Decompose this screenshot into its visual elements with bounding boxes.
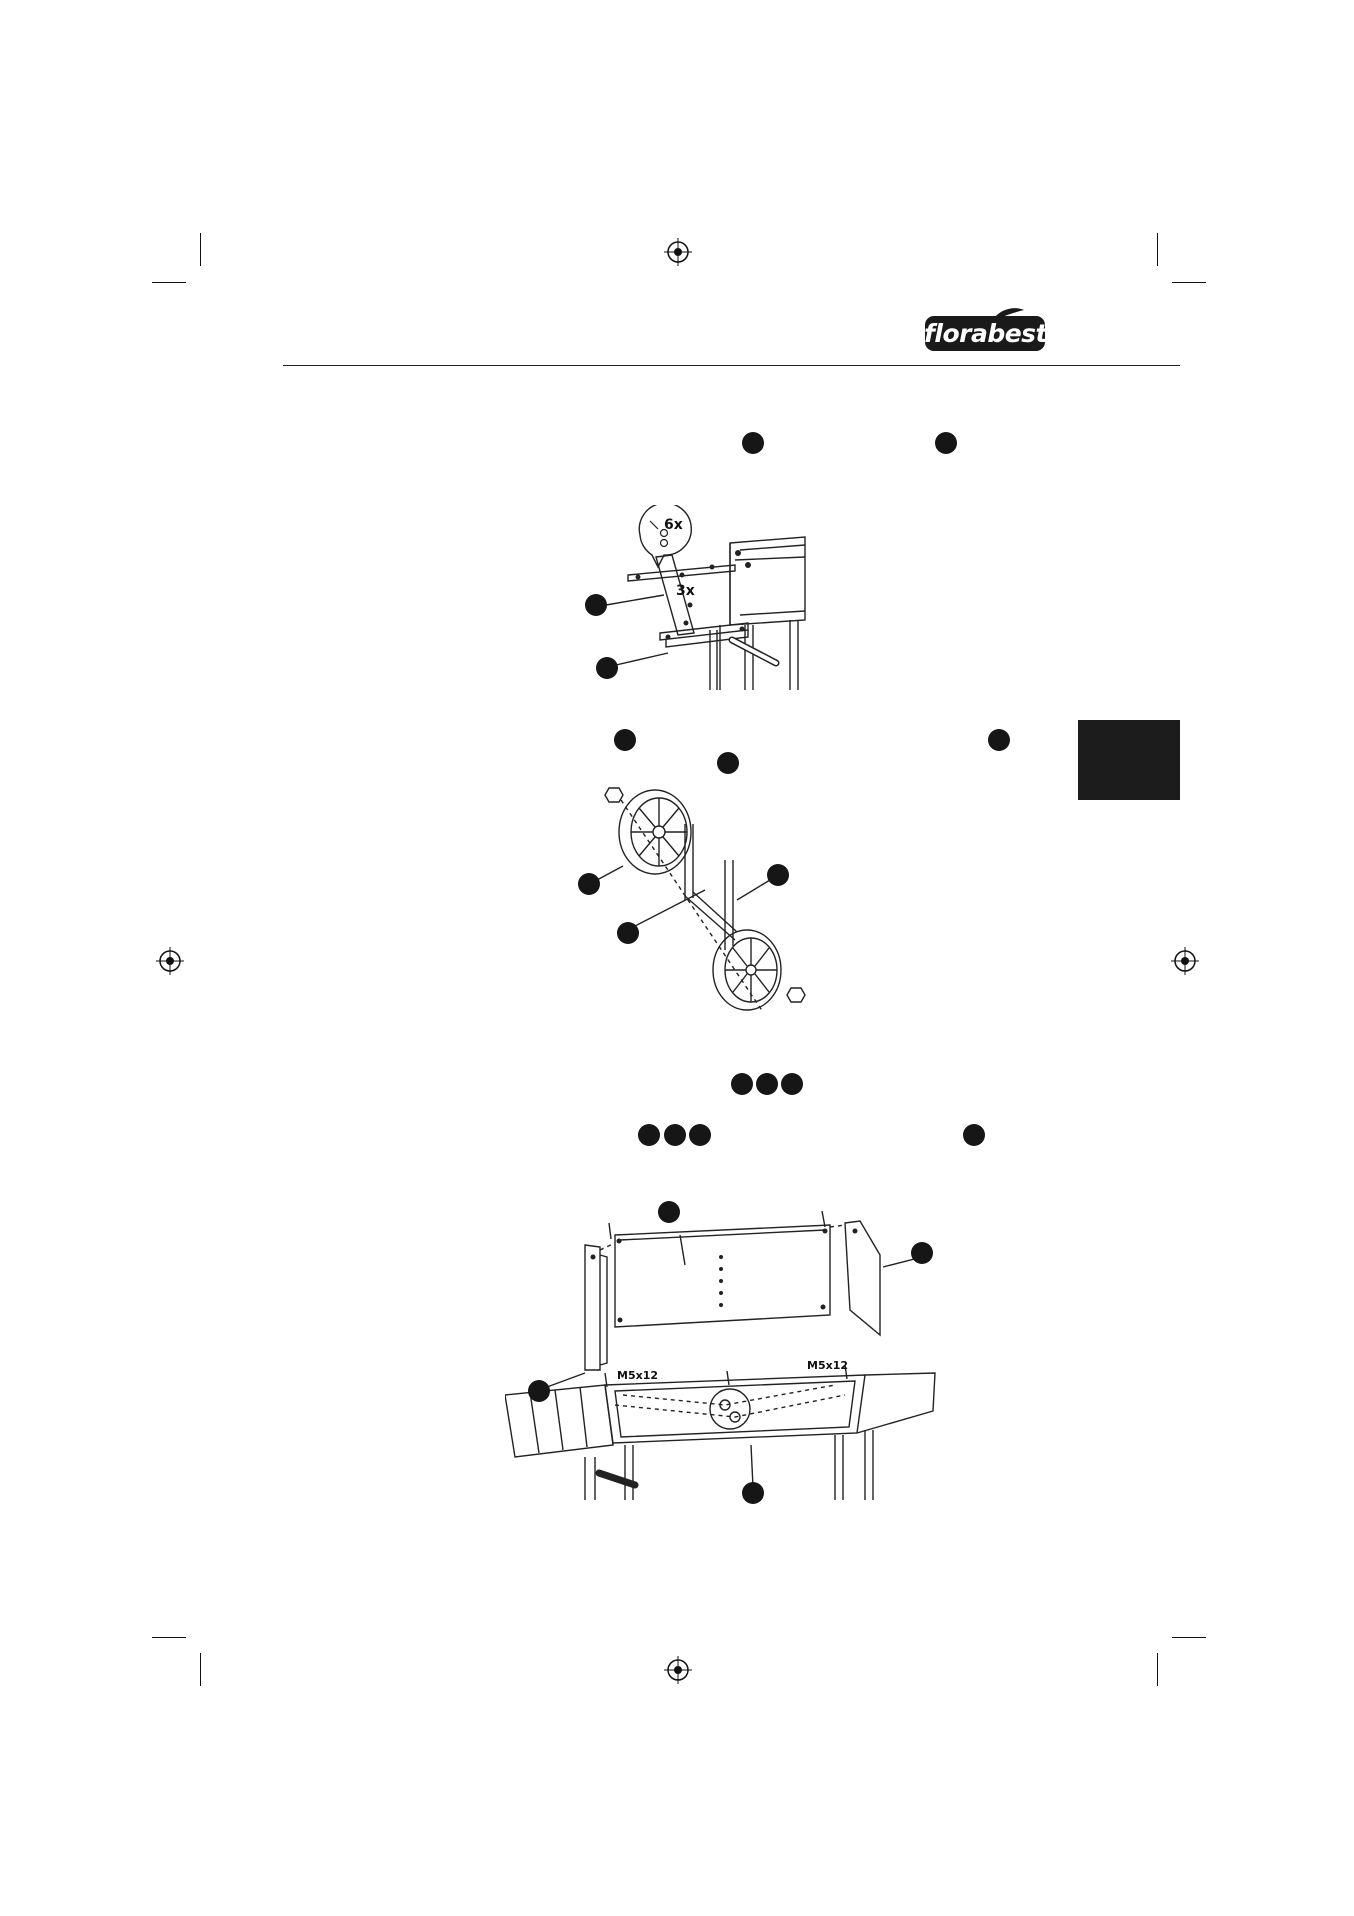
crop-mark-tr-h bbox=[1172, 282, 1206, 283]
ref-dot-step3-b3 bbox=[689, 1124, 711, 1146]
logo-text: florabest bbox=[924, 319, 1048, 348]
ref-dot-step2-a bbox=[614, 729, 636, 751]
crop-mark-br-h bbox=[1172, 1637, 1206, 1638]
figure-1-crossbar-assembly: 6x 3x bbox=[585, 505, 806, 690]
crop-mark-tl-h bbox=[152, 282, 186, 283]
figure-3-firebox-assembly: M5x12 M5x12 bbox=[505, 1201, 936, 1504]
ref-dot-fig2-leg bbox=[767, 864, 789, 886]
ref-dot-fig1-lower bbox=[596, 657, 618, 679]
registration-mark-left-icon bbox=[156, 947, 184, 975]
ref-dot-step3-c bbox=[963, 1124, 985, 1146]
registration-mark-top-icon bbox=[664, 238, 692, 266]
ref-dot-step3-b1 bbox=[638, 1124, 660, 1146]
crop-mark-br-v bbox=[1157, 1653, 1158, 1686]
bolt-count-label: 3x bbox=[676, 583, 695, 599]
crop-mark-tr-v bbox=[1157, 233, 1158, 266]
screw-size-label-right: M5x12 bbox=[807, 1359, 848, 1372]
ref-dot-fig3-left-panel bbox=[528, 1380, 550, 1402]
florabest-logo: florabest bbox=[924, 306, 1048, 352]
registration-mark-right-icon bbox=[1171, 947, 1199, 975]
registration-mark-bottom-icon bbox=[664, 1656, 692, 1684]
figure-2-wheel-assembly bbox=[578, 787, 806, 1013]
ref-dot-step2-b bbox=[988, 729, 1010, 751]
screw-size-label-left: M5x12 bbox=[617, 1369, 658, 1382]
ref-dot-fig3-right-panel bbox=[911, 1242, 933, 1264]
crop-mark-bl-h bbox=[152, 1637, 186, 1638]
ref-dot-fig2-wheel bbox=[578, 873, 600, 895]
header-rule bbox=[283, 365, 1180, 366]
crop-mark-bl-v bbox=[200, 1653, 201, 1686]
ref-dot-step3-a3 bbox=[781, 1073, 803, 1095]
ref-dot-fig3-back-panel bbox=[658, 1201, 680, 1223]
ref-dot-step3-a2 bbox=[756, 1073, 778, 1095]
ref-dot-step3-b2 bbox=[664, 1124, 686, 1146]
ref-dot-step1-b bbox=[935, 432, 957, 454]
section-tab bbox=[1078, 720, 1180, 800]
ref-dot-fig1-upper bbox=[585, 594, 607, 616]
ref-dot-fig3-firebox bbox=[742, 1482, 764, 1504]
ref-dot-step2-c bbox=[717, 752, 739, 774]
ref-dot-step3-a1 bbox=[731, 1073, 753, 1095]
ref-dot-fig2-axle bbox=[617, 922, 639, 944]
crop-mark-tl-v bbox=[200, 233, 201, 266]
ref-dot-step1-a bbox=[742, 432, 764, 454]
screw-count-label: 6x bbox=[664, 517, 683, 533]
